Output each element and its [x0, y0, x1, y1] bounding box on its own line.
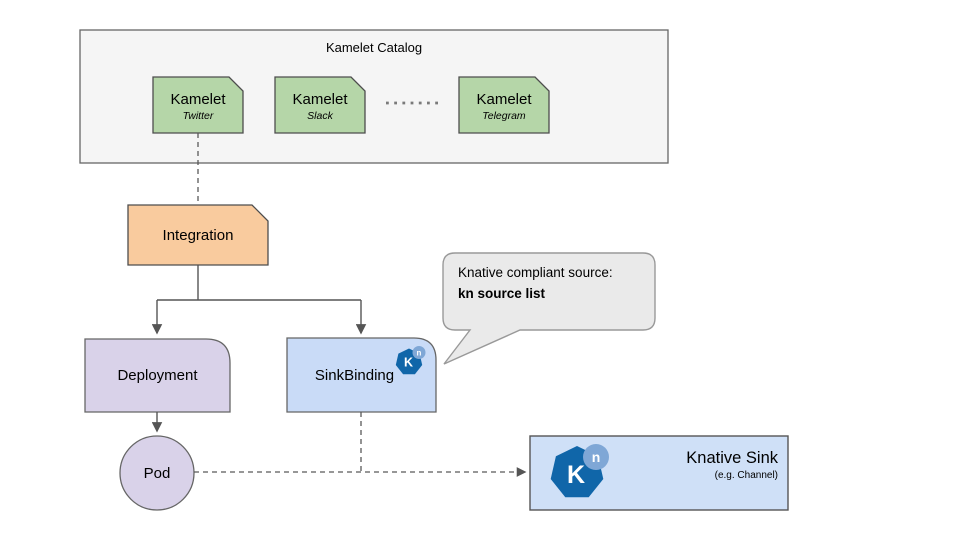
svg-text:K: K: [567, 461, 585, 489]
deployment-shape: [84, 338, 231, 413]
kamelet-telegram-shape: [458, 76, 550, 134]
kamelet-twitter-shape: [152, 76, 244, 134]
svg-text:K: K: [404, 356, 413, 370]
callout-bubble: [442, 252, 656, 365]
knative-logo-icon: K n: [550, 444, 609, 498]
knative-sink-subtitle: (e.g. Channel): [714, 470, 778, 481]
callout-line2: kn source list: [458, 286, 546, 301]
integration-shape: [127, 204, 269, 266]
link-integration-branch: [157, 265, 361, 301]
svg-text:n: n: [417, 349, 422, 358]
svg-text:n: n: [592, 449, 601, 465]
pod-shape: [119, 435, 195, 511]
knative-badge-icon: K n: [395, 346, 426, 375]
knative-sink-text: Knative Sink (e.g. Channel): [560, 449, 778, 481]
knative-sink-title: Knative Sink: [686, 449, 778, 467]
callout-text: Knative compliant source: kn source list: [458, 262, 648, 304]
kamelet-slack-shape: [274, 76, 366, 134]
callout-line1: Knative compliant source:: [458, 265, 613, 280]
